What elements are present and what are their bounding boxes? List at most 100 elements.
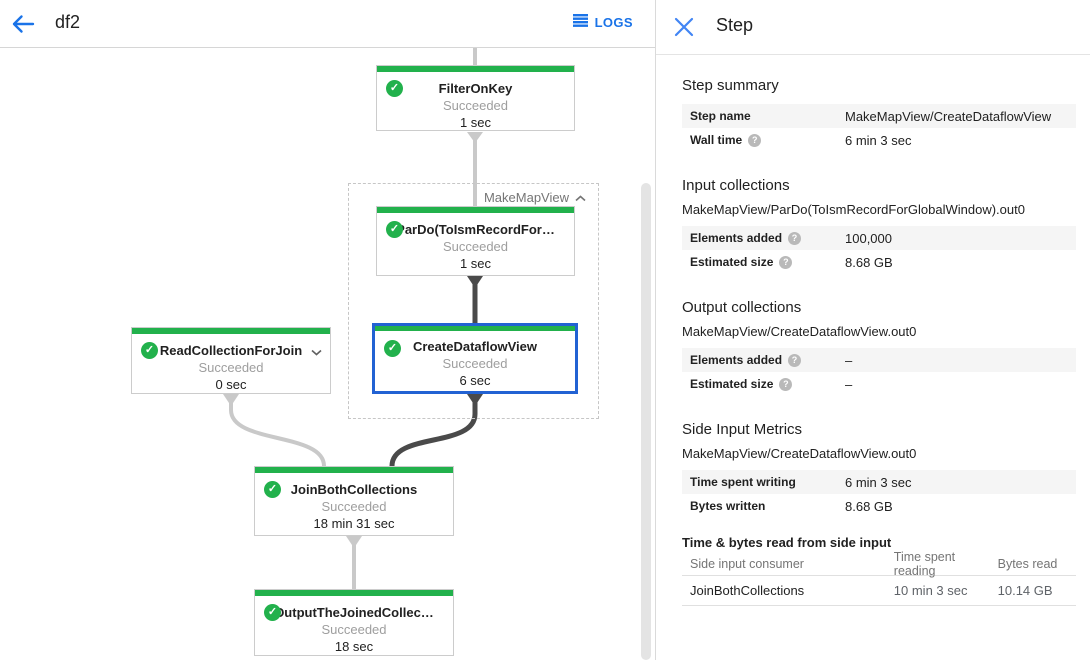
- column-time-spent-reading: Time spent reading: [893, 549, 956, 578]
- node-status: Succeeded: [321, 499, 387, 514]
- chevron-down-icon[interactable]: [311, 343, 322, 361]
- node-status: Succeeded: [442, 98, 509, 113]
- kv-value: 100,000: [845, 230, 892, 246]
- node-time: 18 sec: [334, 639, 374, 654]
- step-node-joinbothcollections[interactable]: ✓ JoinBothCollections Succeeded 18 min 3…: [254, 466, 454, 536]
- help-icon[interactable]: ?: [748, 133, 762, 147]
- node-time: 18 min 31 sec: [313, 516, 395, 531]
- kv-row-wall-time: Wall time? 6 min 3 sec: [682, 128, 1076, 152]
- node-status-bar: [255, 590, 453, 596]
- section-heading-input-collections: Input collections: [682, 177, 790, 194]
- back-arrow-icon[interactable]: [8, 10, 38, 38]
- group-label: MakeMapView: [483, 190, 569, 205]
- kv-label: Step name: [690, 109, 751, 123]
- help-icon[interactable]: ?: [788, 353, 802, 367]
- kv-row-step-name: Step name MakeMapView/CreateDataflowView: [682, 104, 1076, 128]
- kv-label: Time spent writing: [690, 475, 796, 489]
- node-status: Succeeded: [321, 622, 387, 637]
- logs-list-icon: [572, 14, 588, 30]
- node-status-bar: [377, 207, 574, 213]
- step-node-readcollectionforjoin[interactable]: ✓ ReadCollectionForJoin Succeeded 0 sec: [131, 327, 331, 394]
- chevron-up-icon: [575, 190, 586, 205]
- node-status-bar: [255, 467, 453, 473]
- job-title: df2: [55, 12, 81, 32]
- table-heading-side-input-read: Time & bytes read from side input: [682, 535, 892, 550]
- kv-row-elements-added: Elements added? 100,000: [682, 226, 1076, 250]
- node-time: 6 sec: [459, 373, 491, 388]
- group-makemapview-header[interactable]: MakeMapView: [484, 190, 586, 205]
- input-collection-name: MakeMapView/ParDo(ToIsmRecordForGlobalWi…: [682, 202, 1025, 217]
- step-node-outputthejoinedcollection[interactable]: ✓ OutputTheJoinedCollec… Succeeded 18 se…: [254, 589, 454, 656]
- table-header-row: Side input consumer Time spent reading B…: [682, 549, 1076, 578]
- success-check-icon: ✓: [386, 221, 403, 238]
- panel-header: Step: [656, 0, 1090, 55]
- group-makemapview: MakeMapView: [348, 183, 599, 419]
- kv-value: 8.68 GB: [845, 498, 893, 514]
- column-side-input-consumer: Side input consumer: [690, 556, 804, 571]
- help-icon[interactable]: ?: [788, 231, 802, 245]
- cell-bytes-read: 10.14 GB: [997, 583, 1053, 598]
- kv-value: –: [845, 376, 853, 392]
- kv-label: Wall time: [690, 133, 743, 147]
- success-check-icon: ✓: [386, 80, 403, 97]
- kv-row-estimated-size: Estimated size? 8.68 GB: [682, 250, 1076, 274]
- step-node-filteronkey[interactable]: ✓ FilterOnKey Succeeded 1 sec: [376, 65, 575, 131]
- success-check-icon: ✓: [264, 604, 281, 621]
- kv-value: 8.68 GB: [845, 254, 893, 270]
- logs-button[interactable]: LOGS: [572, 14, 633, 30]
- close-icon[interactable]: [673, 16, 695, 38]
- kv-row-time-spent-writing: Time spent writing 6 min 3 sec: [682, 470, 1076, 494]
- cell-consumer: JoinBothCollections: [690, 583, 805, 598]
- output-collections-rows: Elements added? – Estimated size? –: [682, 348, 1076, 396]
- node-time: 0 sec: [215, 377, 247, 392]
- success-check-icon: ✓: [141, 342, 158, 359]
- vertical-scrollbar[interactable]: [641, 183, 651, 660]
- node-title: ReadCollectionForJoin: [159, 343, 303, 358]
- node-time: 1 sec: [459, 256, 492, 271]
- step-summary-rows: Step name MakeMapView/CreateDataflowView…: [682, 104, 1076, 152]
- success-check-icon: ✓: [384, 340, 401, 357]
- node-status: Succeeded: [442, 239, 509, 254]
- kv-label: Estimated size: [690, 377, 774, 391]
- side-input-metrics-rows: Time spent writing 6 min 3 sec Bytes wri…: [682, 470, 1076, 518]
- kv-label: Estimated size: [690, 255, 774, 269]
- output-collection-name: MakeMapView/CreateDataflowView.out0: [682, 324, 917, 339]
- node-time: 1 sec: [459, 115, 492, 130]
- node-status-bar: [375, 326, 575, 331]
- kv-value: MakeMapView/CreateDataflowView: [845, 108, 1052, 124]
- help-icon[interactable]: ?: [779, 377, 793, 391]
- panel-title: Step: [716, 15, 754, 35]
- node-title: JoinBothCollections: [290, 482, 418, 497]
- section-heading-output-collections: Output collections: [682, 299, 802, 316]
- node-title: FilterOnKey: [438, 81, 513, 96]
- kv-value: 6 min 3 sec: [845, 132, 912, 148]
- kv-label: Elements added: [690, 353, 783, 367]
- top-bar: df2 LOGS: [0, 0, 655, 48]
- kv-value: –: [845, 352, 853, 368]
- node-title: CreateDataflowView: [412, 339, 538, 354]
- step-node-pardo-toismrecord[interactable]: ✓ ParDo(ToIsmRecordFor… Succeeded 1 sec: [376, 206, 575, 276]
- column-bytes-read: Bytes read: [997, 556, 1058, 571]
- success-check-icon: ✓: [264, 481, 281, 498]
- pipeline-graph: MakeMapView ✓ FilterOnKey Succeeded 1 se…: [0, 48, 655, 660]
- kv-row-estimated-size: Estimated size? –: [682, 372, 1076, 396]
- node-title: ParDo(ToIsmRecordFor…: [396, 222, 555, 237]
- node-status: Succeeded: [198, 360, 264, 375]
- input-collections-rows: Elements added? 100,000 Estimated size? …: [682, 226, 1076, 274]
- node-status-bar: [132, 328, 330, 334]
- step-details-panel: Step Step summary Step name MakeMapView/…: [655, 0, 1090, 660]
- kv-label: Bytes written: [690, 499, 766, 513]
- section-heading-step-summary: Step summary: [682, 77, 779, 94]
- logs-label: LOGS: [594, 14, 633, 30]
- node-status: Succeeded: [442, 356, 508, 371]
- kv-row-bytes-written: Bytes written 8.68 GB: [682, 494, 1076, 518]
- kv-row-elements-added: Elements added? –: [682, 348, 1076, 372]
- cell-time-reading: 10 min 3 sec: [893, 583, 968, 598]
- help-icon[interactable]: ?: [779, 255, 793, 269]
- node-status-bar: [377, 66, 574, 72]
- table-row-joinbothcollections: JoinBothCollections 10 min 3 sec 10.14 G…: [682, 576, 1076, 606]
- node-title: OutputTheJoinedCollec…: [274, 605, 434, 620]
- step-node-createdataflowview-selected[interactable]: ✓ CreateDataflowView Succeeded 6 sec: [372, 323, 578, 394]
- kv-value: 6 min 3 sec: [845, 474, 912, 490]
